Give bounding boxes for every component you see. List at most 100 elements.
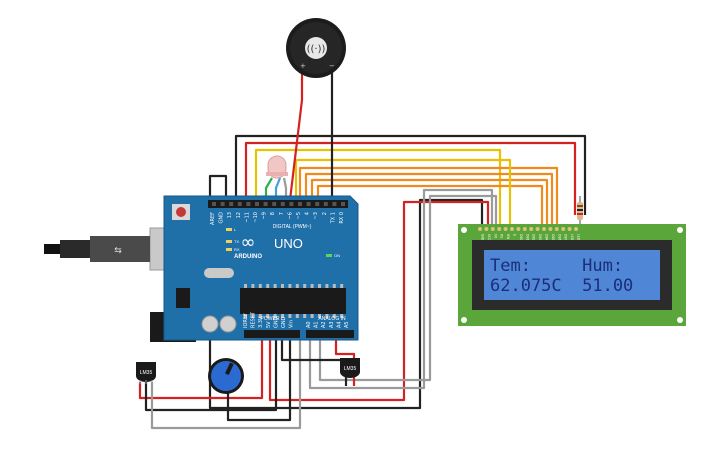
digital-pin-hole[interactable] [229, 202, 234, 206]
lcd-pin-pad[interactable] [554, 227, 559, 231]
power-pin-label: 5V [266, 321, 272, 328]
analog-pin-label: A4 [336, 321, 342, 328]
wire-orange-4[interactable] [316, 184, 544, 225]
digital-pin-hole[interactable] [272, 202, 277, 206]
lcd-pin-label: DB5 [551, 234, 555, 241]
capacitor-2 [219, 315, 237, 333]
buzzer-sound-icon: ((·)) [307, 44, 326, 55]
digital-pin-label: TX 1 [330, 212, 336, 224]
lcd-pin-pad[interactable] [510, 227, 514, 231]
chip-leg [258, 284, 262, 288]
digital-pin-hole[interactable] [341, 202, 345, 206]
digital-pin-label: ~9 [262, 212, 268, 219]
buzzer-plus-label: + [300, 62, 306, 70]
lcd-pin-pad[interactable] [548, 227, 553, 231]
wire-yellow-lower[interactable] [294, 158, 512, 225]
lcd-pin-pad[interactable] [535, 227, 540, 231]
lcd-pin-pad[interactable] [478, 227, 482, 231]
on-led-label: ON [334, 253, 340, 258]
lcd-pin-label: VCC [487, 234, 491, 241]
lcd-pin-label: DB3 [538, 234, 542, 241]
lcd-pin-pad[interactable] [484, 227, 489, 231]
resistor[interactable] [577, 196, 583, 224]
wire-red-left-sensor[interactable] [138, 336, 264, 400]
piezo-buzzer[interactable]: ((·)) + − [286, 18, 346, 78]
analog-pin-label: A3 [329, 321, 335, 328]
digital-pin-hole[interactable] [332, 202, 337, 206]
lcd-pin-pad[interactable] [542, 227, 546, 231]
wire-orange-1[interactable] [298, 166, 559, 225]
digital-header-label: DIGITAL (PWM~) [273, 224, 312, 230]
wire-gray-right-2[interactable] [318, 194, 498, 382]
wire-red-top-loop[interactable] [244, 141, 577, 215]
power-pin-label: Vin [289, 320, 295, 328]
digital-pin-label: ~3 [313, 212, 319, 219]
wire-pot[interactable] [226, 336, 292, 422]
digital-pin-hole[interactable] [263, 202, 268, 206]
lcd-pin-pad[interactable] [561, 227, 566, 231]
lcd-pin-pad[interactable] [529, 227, 534, 231]
digital-pin-hole[interactable] [323, 202, 328, 206]
arduino-infinity-logo: ∞ [241, 232, 256, 253]
wire-orange-2[interactable] [304, 172, 554, 225]
wire-black-top-loop[interactable] [234, 134, 587, 215]
digital-pin-hole[interactable] [246, 202, 251, 206]
digital-pin-label: ~11 [244, 212, 250, 223]
atmega-chip [240, 288, 346, 314]
wire-black-left-sensor[interactable] [144, 336, 278, 412]
chip-leg [273, 284, 277, 288]
lcd-pin-label: RS [500, 234, 504, 238]
wire-red-right[interactable] [268, 200, 490, 402]
lcd-pin-label: DB0 [519, 234, 523, 241]
wire-yellow-top[interactable] [254, 148, 502, 225]
wire-orange-3[interactable] [310, 178, 549, 225]
chip-leg [310, 314, 314, 318]
analog-header [306, 330, 354, 338]
led[interactable] [266, 155, 288, 179]
wire-gray-left-sensor[interactable] [150, 336, 302, 430]
analog-header-label: ANALOG IN [318, 316, 346, 322]
digital-pin-hole[interactable] [289, 202, 294, 206]
digital-pin-hole[interactable] [315, 202, 320, 206]
power-pin-label: GND [273, 316, 279, 328]
chip-leg [318, 284, 321, 288]
analog-pin-label: A1 [314, 321, 320, 328]
chip-leg [332, 314, 336, 318]
left-sensor-label: LM35 [140, 370, 153, 376]
lcd-pin-pad[interactable] [497, 227, 502, 231]
lcd-pin-label: DB7 [564, 234, 568, 241]
wire-buzzer-plus[interactable] [288, 66, 304, 201]
power-pin-label: RESET [251, 311, 257, 328]
digital-pin-label: AREF [210, 212, 216, 225]
digital-pin-hole[interactable] [306, 202, 311, 206]
board-model-label: UNO [274, 236, 303, 251]
buzzer-minus-label: − [329, 62, 335, 70]
wires [138, 66, 587, 430]
digital-pin-hole[interactable] [220, 202, 225, 206]
lcd-pin-pad[interactable] [567, 227, 572, 231]
digital-pin-label: RX 0 [339, 212, 345, 224]
chip-leg [340, 284, 344, 288]
power-pin-label: IOREF [243, 313, 249, 328]
lcd-pin-pad[interactable] [574, 227, 578, 231]
temperature-sensor-left[interactable]: LM35 [136, 362, 156, 384]
digital-pin-label: 12 [236, 212, 242, 218]
digital-pin-hole[interactable] [212, 202, 216, 206]
digital-pin-hole[interactable] [237, 202, 242, 206]
potentiometer[interactable] [208, 358, 244, 394]
digital-pin-hole[interactable] [298, 202, 302, 206]
lcd-pin-pad[interactable] [522, 227, 527, 231]
lcd-pin-pad[interactable] [516, 227, 521, 231]
chip-leg [295, 314, 299, 318]
wire-black-left-bus[interactable] [208, 174, 484, 410]
digital-pin-hole[interactable] [255, 202, 259, 206]
temperature-sensor-right[interactable]: LM35 [340, 358, 360, 378]
lcd-pin-pad[interactable] [490, 227, 495, 231]
chip-leg [251, 284, 255, 288]
lcd-pin-label: V0 [493, 234, 497, 238]
digital-pin-hole[interactable] [280, 202, 285, 206]
lcd-pin-pad[interactable] [503, 227, 508, 231]
